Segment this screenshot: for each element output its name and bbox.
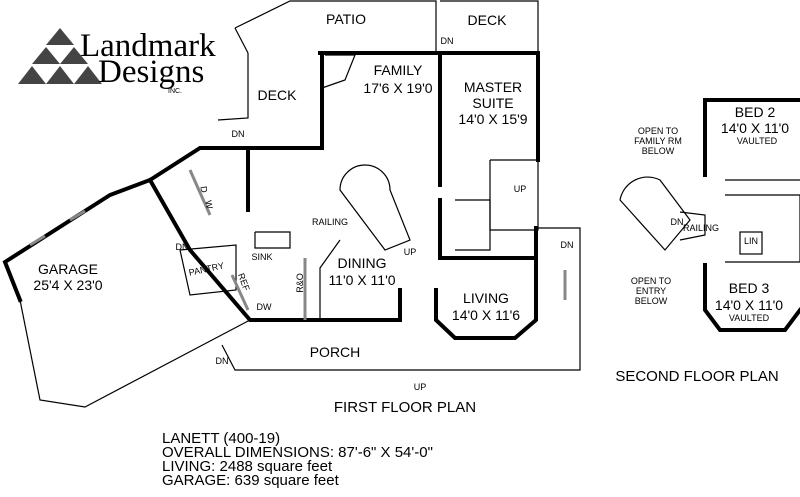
open-family-line1: OPEN TO [638, 126, 678, 136]
room-master-name2: SUITE [472, 95, 513, 111]
room-deck-top: DECK [468, 12, 508, 28]
room-living-size: 14'0 X 11'6 [452, 307, 520, 323]
logo-line3: INC. [168, 88, 182, 95]
label-dw: DW [257, 302, 272, 312]
label-pantry: PANTRY [188, 260, 225, 277]
first-floor-walls [2, 0, 581, 408]
room-garage-size: 25'4 X 23'0 [33, 277, 102, 293]
plan-living-area: LIVING: 2488 square feet [162, 458, 333, 475]
plan-info: LANETT (400-19) OVERALL DIMENSIONS: 87'-… [162, 430, 433, 489]
label-up-master: UP [514, 184, 527, 194]
label-up-porch: UP [414, 382, 427, 392]
room-bed3-name: BED 3 [729, 280, 770, 296]
label-washer: W [203, 199, 214, 210]
first-floor-title: FIRST FLOOR PLAN [334, 399, 476, 416]
label-railing-2: RAILING [683, 223, 719, 233]
room-patio: PATIO [326, 11, 366, 27]
plan-name: LANETT (400-19) [162, 430, 281, 447]
logo-triangles-icon [18, 28, 102, 84]
open-family-line2: FAMILY RM [634, 136, 682, 146]
label-dn-deck: DN [232, 129, 245, 139]
room-bed2-size: 14'0 X 11'0 [721, 120, 789, 136]
logo-line2: Designs [98, 54, 204, 90]
label-dn-2: DN [671, 217, 684, 227]
room-master-name1: MASTER [464, 79, 522, 95]
label-railing: RAILING [312, 217, 348, 227]
room-dining-name: DINING [338, 255, 387, 271]
label-range-oven: R&O [295, 273, 305, 293]
room-dining-size: 11'0 X 11'0 [328, 272, 395, 288]
label-lin: LIN [744, 236, 758, 246]
second-floor-walls [619, 98, 800, 332]
room-family-name: FAMILY [374, 62, 423, 78]
room-master-size: 14'0 X 15'9 [458, 111, 527, 127]
plan-garage-area: GARAGE: 639 square feet [162, 472, 339, 489]
room-bed2-name: BED 2 [735, 104, 776, 120]
room-family-size: 17'6 X 19'0 [363, 80, 432, 96]
room-bed2-note: VAULTED [737, 136, 778, 146]
second-floor-title: SECOND FLOOR PLAN [615, 368, 778, 385]
room-garage-name: GARAGE [38, 261, 98, 277]
open-entry-line2: ENTRY [636, 286, 666, 296]
room-living-name: LIVING [463, 290, 509, 306]
logo-line1: Landmark [80, 28, 216, 64]
label-dn-top: DN [441, 36, 454, 46]
open-entry-line3: BELOW [635, 296, 668, 306]
label-dn-porch: DN [216, 356, 229, 366]
plan-dimensions: OVERALL DIMENSIONS: 87'-6" X 54'-0" [162, 444, 433, 461]
label-dn-garage: DN [176, 242, 189, 252]
room-porch: PORCH [310, 344, 361, 360]
label-dn-living: DN [561, 240, 574, 250]
room-bed3-note: VAULTED [729, 313, 770, 323]
open-family-line3: BELOW [642, 146, 675, 156]
label-dryer: D [198, 185, 209, 194]
room-deck-left: DECK [258, 87, 298, 103]
open-entry-line1: OPEN TO [631, 276, 671, 286]
room-bed3-size: 14'0 X 11'0 [715, 297, 783, 313]
label-up-stairs: UP [404, 247, 417, 257]
label-sink: SINK [251, 252, 272, 262]
